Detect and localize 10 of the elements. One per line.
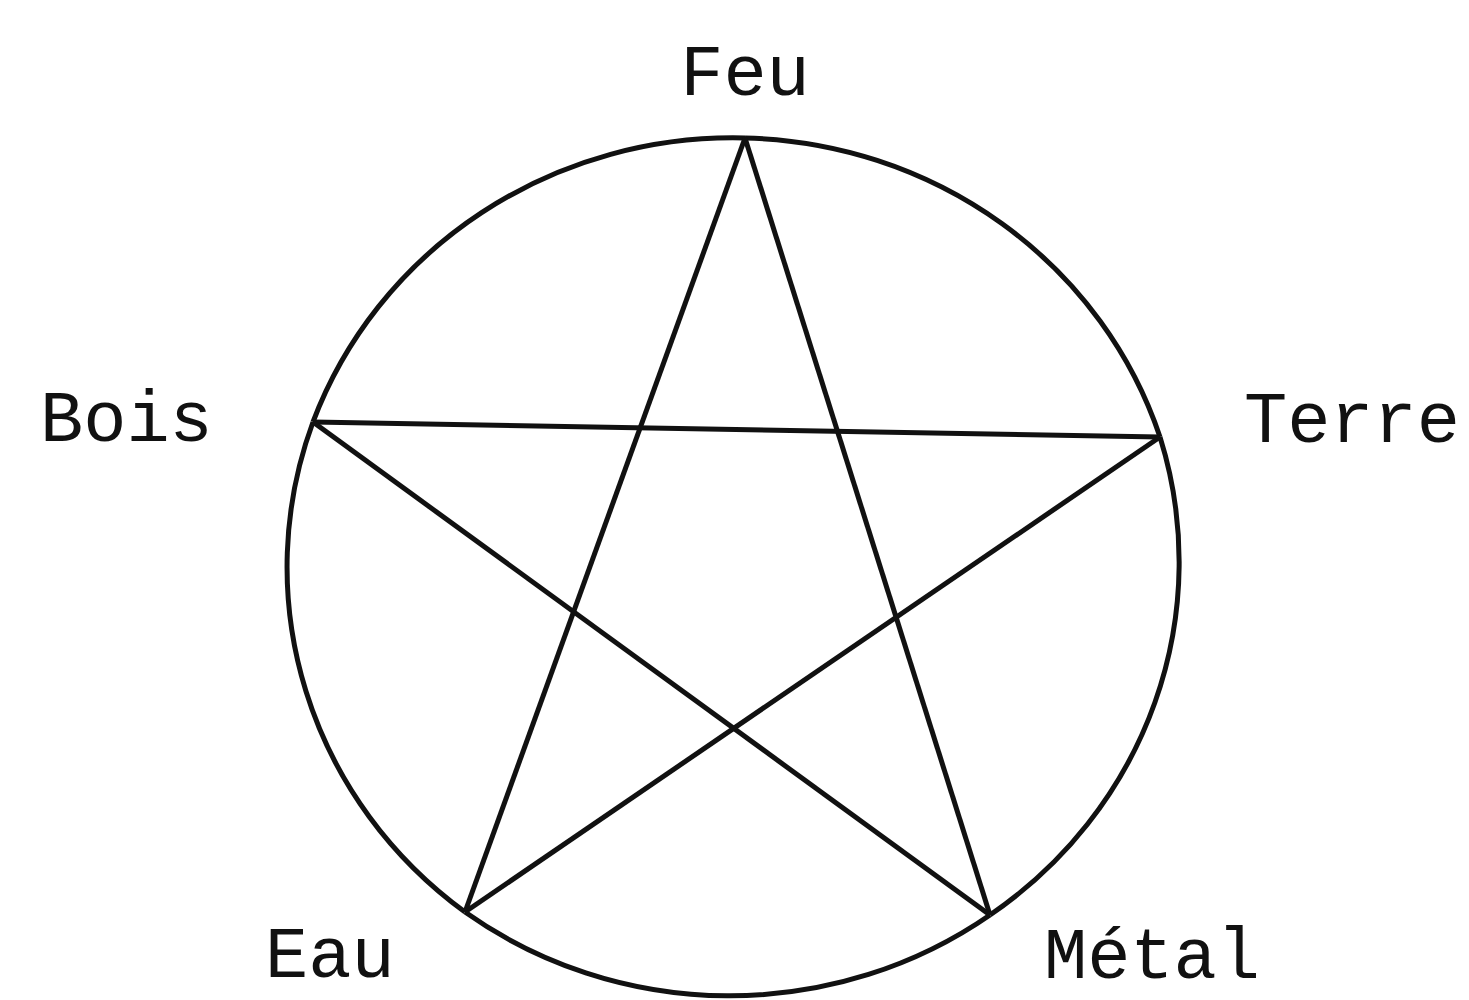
element-label: Bois — [40, 386, 213, 458]
circle-arc — [988, 436, 1182, 917]
element-label: Terre — [1243, 386, 1460, 459]
element-label: Feu — [680, 40, 810, 112]
element-label: Métal — [1043, 923, 1260, 995]
circle-arc — [284, 421, 467, 914]
circle-arc — [310, 135, 746, 424]
circle-arc — [744, 135, 1163, 438]
element-label: Eau — [265, 922, 395, 994]
circle-arc — [463, 909, 992, 999]
